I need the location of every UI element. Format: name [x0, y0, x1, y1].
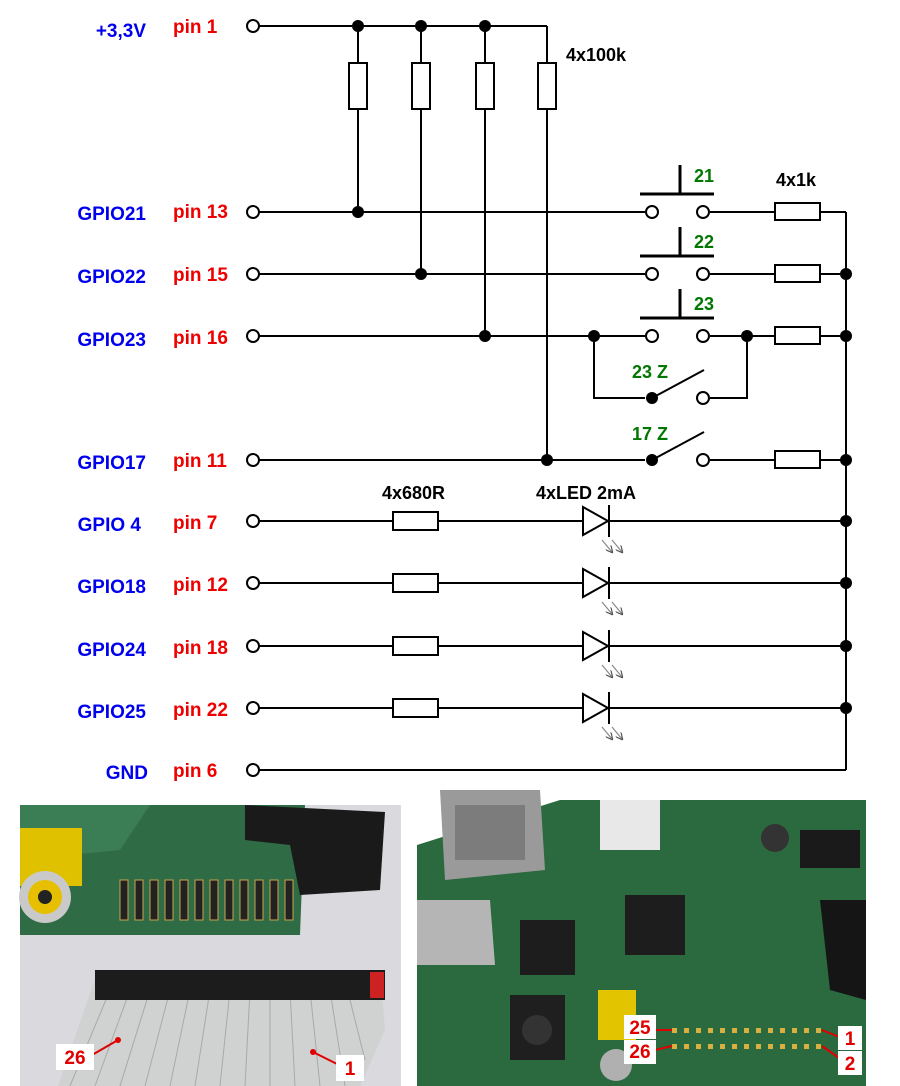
resistor	[392, 636, 439, 656]
switch-label: 23 Z	[632, 362, 668, 382]
signal-label: GPIO 4	[78, 515, 142, 536]
leds	[582, 505, 622, 739]
pin-label: pin 6	[173, 761, 217, 782]
signal-label: GPIO22	[77, 267, 146, 288]
switch-label: 22	[694, 232, 714, 252]
led	[582, 630, 622, 677]
resistor	[774, 326, 821, 345]
pin-label: pin 11	[173, 451, 227, 472]
signal-label: GND	[106, 763, 148, 784]
switch-label: 17 Z	[632, 424, 668, 444]
pullup-resistors	[348, 62, 557, 110]
signal-label: +3,3V	[96, 21, 147, 42]
switch-23z-lever	[651, 369, 705, 399]
resistor	[348, 62, 368, 110]
signal-label: GPIO25	[77, 702, 146, 723]
wires	[259, 25, 847, 771]
resistor	[392, 573, 439, 593]
header-label-1: 1	[845, 1029, 856, 1050]
pin-label: pin 7	[173, 513, 217, 534]
series-resistors-label: 4x1k	[776, 170, 817, 190]
pin-label: pin 15	[173, 265, 228, 286]
switch-label: 23	[694, 294, 714, 314]
switch-label: 21	[694, 166, 714, 186]
led-resistors-label: 4x680R	[382, 483, 445, 503]
pullups-label: 4x100k	[566, 45, 627, 65]
led	[582, 505, 622, 552]
pin-label: pin 22	[173, 700, 228, 721]
pin-label: pin 16	[173, 328, 228, 349]
leds-label: 4xLED 2mA	[536, 483, 636, 503]
resistor	[411, 62, 431, 110]
pushbutton-22	[640, 227, 714, 258]
signal-label: GPIO24	[77, 640, 146, 661]
signal-label: GPIO17	[77, 453, 146, 474]
switch-17z-lever	[651, 431, 705, 461]
header-label-26: 26	[629, 1042, 650, 1063]
toggle-switches	[651, 369, 705, 461]
ribbon-label-1: 1	[345, 1059, 356, 1080]
photo-labels: 26 1 25 26 1 2	[56, 1015, 862, 1081]
pushbutton-21	[640, 165, 714, 196]
pin-label: pin 12	[173, 575, 228, 596]
row-labels: +3,3V pin 1 GPIO21 pin 13 GPIO22 pin 15 …	[77, 17, 228, 784]
junctions	[352, 20, 852, 714]
led	[582, 567, 622, 614]
resistor	[537, 62, 557, 110]
resistor	[475, 62, 495, 110]
signal-label: GPIO18	[77, 577, 146, 598]
header-label-25: 25	[629, 1018, 651, 1039]
pin-label: pin 18	[173, 638, 228, 659]
push-buttons	[640, 165, 714, 320]
pin-label: pin 1	[173, 17, 218, 38]
terminals	[246, 19, 710, 777]
pushbutton-23	[640, 289, 714, 320]
resistor	[392, 698, 439, 718]
resistor	[774, 202, 821, 221]
resistor	[774, 264, 821, 283]
led	[582, 692, 622, 739]
signal-label: GPIO21	[77, 204, 146, 225]
resistor	[392, 511, 439, 531]
resistor	[774, 450, 821, 469]
signal-label: GPIO23	[77, 330, 146, 351]
header-label-2: 2	[845, 1054, 856, 1075]
component-labels: 4x100k 4x1k 4x680R 4xLED 2mA 21 22 23 23…	[382, 45, 817, 503]
ribbon-label-26: 26	[64, 1048, 85, 1069]
photo-ribbon-cable	[19, 805, 401, 1086]
led-resistors	[392, 511, 439, 718]
photo-board-header	[417, 787, 866, 1086]
series-resistors	[774, 202, 821, 469]
pin-label: pin 13	[173, 202, 228, 223]
